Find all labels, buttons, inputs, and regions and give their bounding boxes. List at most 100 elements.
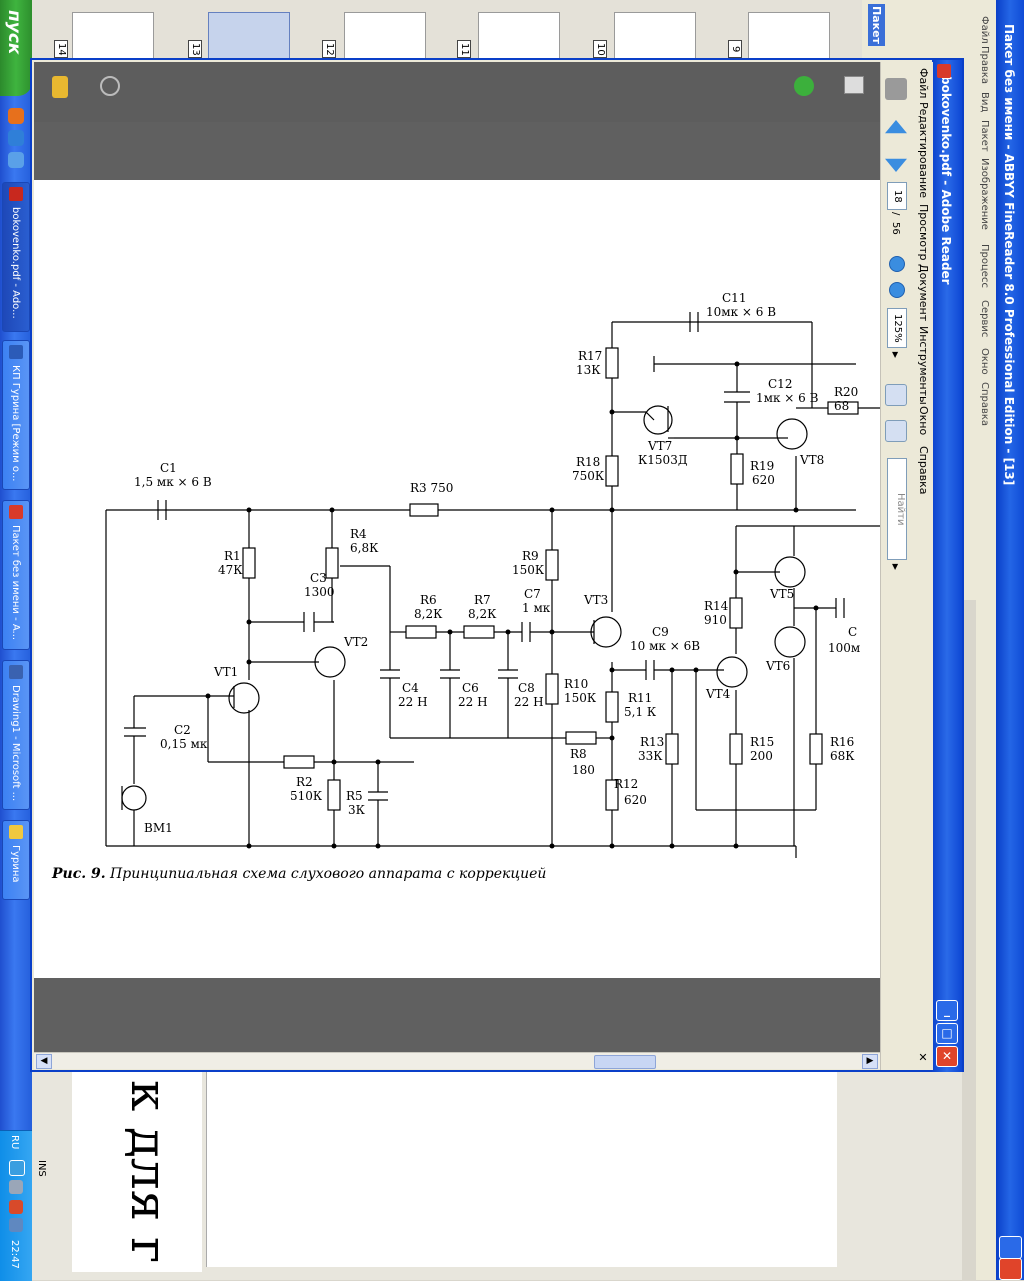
task-label: Drawing1 - Microsoft ... [10,685,21,802]
label-c-partial: C [848,625,857,639]
label-r4-value: 6,8К [350,541,379,555]
scroll-right-icon[interactable]: ▶ [862,1054,878,1069]
label-c12-value: 1мк × 6 В [756,391,819,405]
label-vt8: VT8 [799,453,824,467]
label-r7-value: 8,2К [468,607,497,621]
fr-maximize-button[interactable] [999,1236,1022,1259]
status-ins: INS [36,1160,47,1177]
task-gurina-folder[interactable]: Гурина [2,820,30,900]
label-r17: R17 [578,349,602,363]
label-r20-value: 68 [834,399,849,413]
label-r16-value: 68К [830,749,855,763]
search-input[interactable]: Найти [887,458,907,560]
label-r14: R14 [704,599,729,613]
menu-help[interactable]: Справка [917,446,930,495]
scroll-thumb[interactable] [594,1055,656,1069]
label-c8-value: 22 Н [514,695,544,709]
network-icon[interactable] [9,1160,25,1176]
thumbnail[interactable] [344,12,426,60]
attachments-icon[interactable] [100,76,120,96]
label-c4: C4 [402,681,419,695]
label-c2-value: 0,15 мк [160,737,208,751]
signatures-icon[interactable] [52,76,68,98]
menu-item[interactable]: Окно [979,348,990,375]
minimize-button[interactable]: _ [936,1000,958,1021]
thumbnail[interactable] [748,12,830,60]
ocr-text-page [206,1072,837,1267]
task-finereader[interactable]: Пакет без имени - A... [2,500,30,650]
menu-item[interactable]: Сервис [979,300,990,338]
maximize-button[interactable]: □ [936,1023,958,1044]
firefox-icon[interactable] [8,108,24,124]
menu-item[interactable]: Файл [979,16,990,44]
horizontal-scrollbar[interactable]: ◀ ▶ [34,1052,880,1069]
reader-title-bar: bokovenko.pdf - Adobe Reader [932,60,962,1072]
close-doc-icon[interactable]: ✕ [918,1051,928,1064]
menu-item[interactable]: Изображение [979,158,990,230]
thumbnail-number: 10 [593,40,607,58]
tray-app-icon[interactable] [9,1200,23,1214]
scroll-left-icon[interactable]: ◀ [36,1054,52,1069]
ie-icon[interactable] [8,130,24,146]
antivirus-icon[interactable] [9,1180,23,1194]
zoom-select[interactable]: 125% [887,308,907,348]
help-icon[interactable] [794,76,814,96]
window-title: Пакет без имени - ABBYY FineReader 8.0 P… [1002,24,1016,486]
menu-item[interactable]: Справка [979,382,990,427]
zoom-out-icon[interactable] [889,256,905,272]
task-drawing1[interactable]: Drawing1 - Microsoft ... [2,660,30,810]
label-c9: C9 [652,625,669,639]
page-number-input[interactable]: 18 [887,182,907,210]
volume-icon[interactable] [9,1218,23,1232]
word-icon [9,345,23,359]
fit-page-icon[interactable] [885,420,907,442]
fit-width-icon[interactable] [885,384,907,406]
label-r5: R5 [346,789,363,803]
start-button[interactable]: пуск [0,0,32,96]
task-kp-gurina[interactable]: КП Гурина [Режим о... [2,340,30,490]
label-c1-value: 1,5 мк × 6 В [134,475,212,489]
menu-window[interactable]: Окно [917,406,930,436]
window-title: bokovenko.pdf - Adobe Reader [939,76,953,285]
menu-item[interactable]: Пакет [979,120,990,152]
pages-panel-icon[interactable] [844,76,864,94]
task-label: Гурина [10,845,21,883]
search-dropdown-icon[interactable]: ▼ [892,562,899,571]
caption-text: Принципиальная схема слухового аппарата … [105,866,547,882]
menu-item[interactable]: Вид [979,92,990,113]
menu-file[interactable]: Файл [917,68,930,99]
menu-item[interactable]: Процесс [979,244,990,288]
label-r10-value: 150К [564,691,597,705]
chevron-down-icon[interactable]: ▼ [892,350,899,359]
reader-toolbar [880,62,915,1070]
circuit-schematic: C1 1,5 мк × 6 В R3 750 R1 47К R4 6,8К C3… [105,291,880,858]
finereader-menu: Файл Правка Вид Пакет Изображение Процес… [976,0,996,1280]
label-vt7: VT7 [647,439,672,453]
label-c8: C8 [518,681,535,695]
thumbnail[interactable] [478,12,560,60]
close-button[interactable]: ✕ [936,1046,958,1067]
menu-document[interactable]: Документ [917,264,930,322]
task-bokovenko[interactable]: bokovenko.pdf - Ado... [2,182,30,332]
language-indicator[interactable]: RU [9,1135,20,1150]
menu-tools[interactable]: Инструменты [917,326,930,405]
zoom-in-icon[interactable] [889,282,905,298]
save-icon[interactable] [885,78,907,100]
menu-edit[interactable]: Редактирование [917,102,930,198]
ocr-text-fragment: к для г [120,1080,178,1264]
thumbnail[interactable] [72,12,154,60]
label-r11-value: 5,1 К [624,705,657,719]
label-r9: R9 [522,549,539,563]
show-desktop-icon[interactable] [8,152,24,168]
label-c4-value: 22 Н [398,695,428,709]
menu-item[interactable]: Правка [979,46,990,85]
thumbnail[interactable] [614,12,696,60]
label-r14-value: 910 [704,613,727,627]
label-r12: R12 [614,777,638,791]
label-c11-value: 10мк × 6 В [706,305,776,319]
label-r10: R10 [564,677,588,691]
thumbnail-selected[interactable] [208,12,290,60]
clock[interactable]: 22:47 [9,1240,20,1269]
menu-view[interactable]: Просмотр [917,204,930,261]
fr-close-button[interactable] [999,1258,1022,1280]
